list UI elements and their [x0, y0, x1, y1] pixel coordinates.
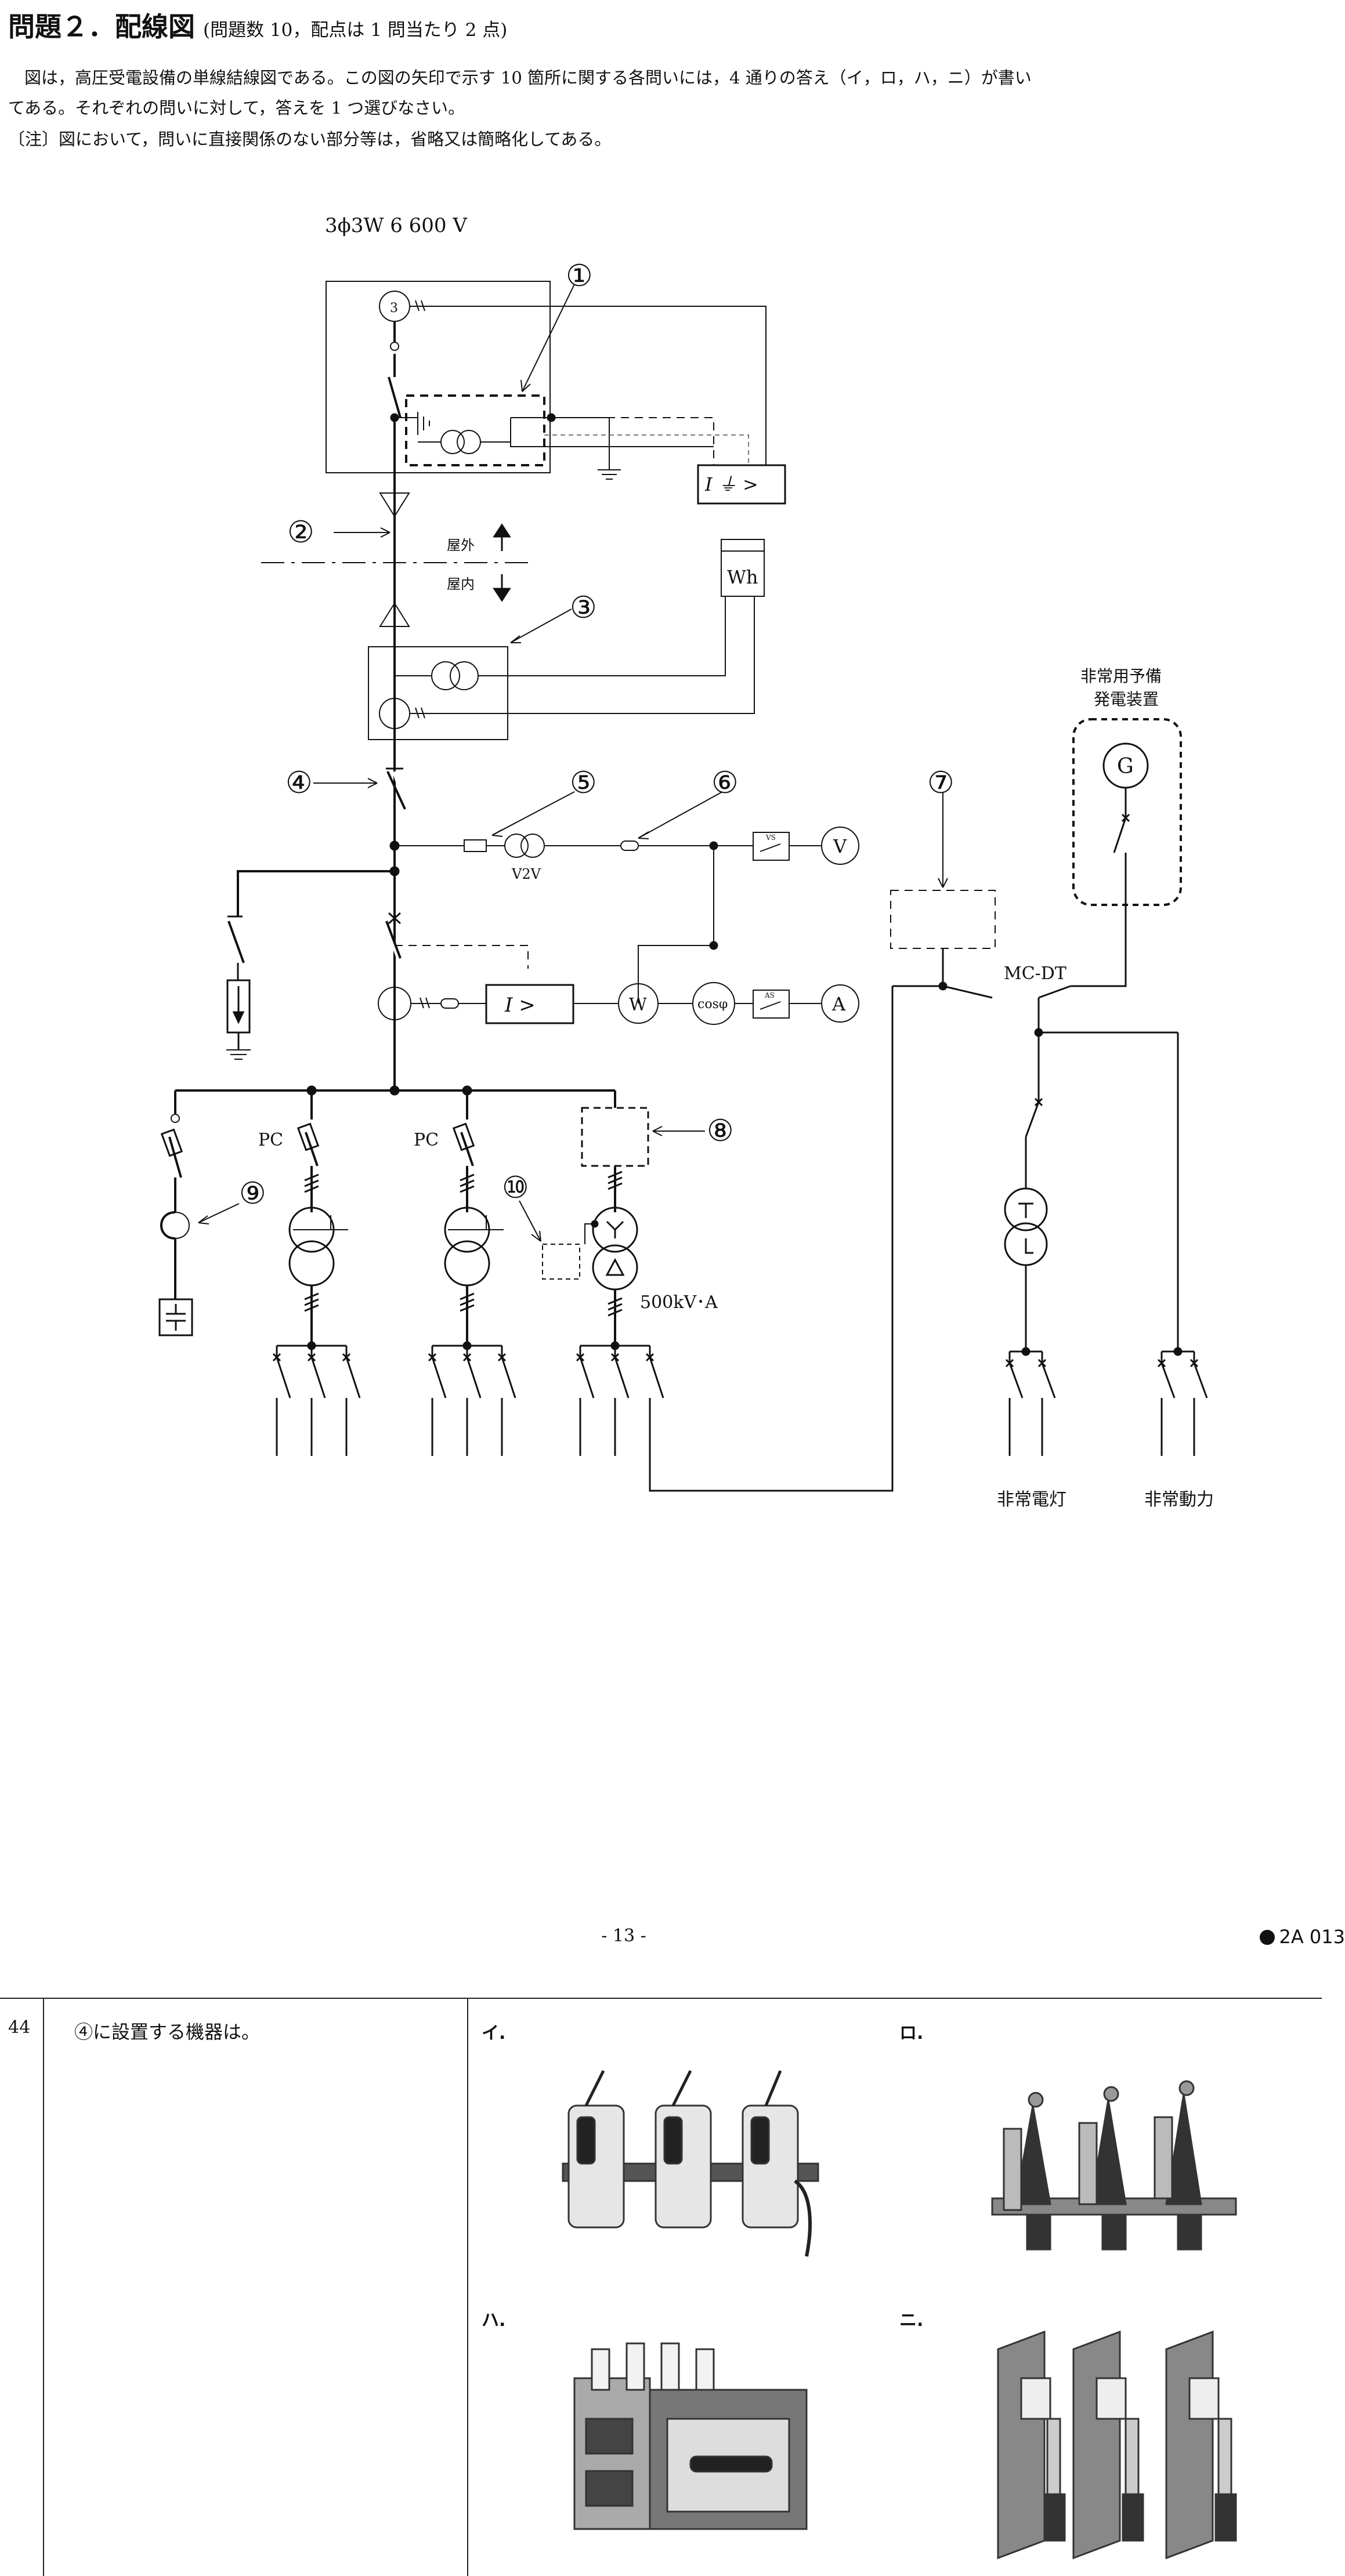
vct-box	[368, 646, 508, 740]
svg-text:屋外: 屋外	[447, 537, 475, 553]
svg-text:PC: PC	[414, 1130, 439, 1150]
option-ro-image[interactable]	[981, 2065, 1248, 2262]
svg-text:I >: I >	[504, 994, 536, 1017]
marker-10-dashed-box	[542, 1244, 580, 1280]
exam-code: 2A 013	[1259, 1926, 1345, 1948]
svg-text:屋内: 屋内	[447, 576, 475, 592]
option-i-image[interactable]	[551, 2065, 830, 2262]
page-number: - 13 -	[601, 1926, 646, 1946]
wiring-diagram: 3ϕ3W 6 600 V 3 I ⏚ >	[158, 214, 1214, 1510]
svg-text:I ⏚ >: I ⏚ >	[704, 473, 758, 495]
marker-6: ⑥	[711, 766, 739, 800]
svg-text:MC-DT: MC-DT	[1004, 963, 1066, 984]
marker-8: ⑧	[707, 1114, 734, 1148]
svg-text:V2V: V2V	[511, 866, 541, 882]
ground-relay-box	[697, 464, 786, 505]
marker-2: ②	[287, 515, 314, 550]
svg-text:Wh: Wh	[727, 566, 758, 588]
page-title: 問題２．配線図 (問題数 10，配点は 1 問当たり 2 点)	[8, 10, 507, 46]
marker-7-dashed-box	[890, 890, 996, 949]
marker-7: ⑦	[927, 766, 954, 800]
svg-text:V: V	[833, 835, 847, 857]
option-i[interactable]: イ.	[482, 2023, 506, 2044]
title-text: 問題２．配線図	[8, 11, 195, 42]
marker-1-dashed-box	[405, 394, 545, 466]
svg-text:G: G	[1117, 755, 1134, 778]
marker-9: ⑨	[239, 1176, 266, 1211]
svg-text:cosφ: cosφ	[697, 997, 728, 1012]
svg-text:AS: AS	[764, 991, 775, 999]
marker-4: ④	[285, 766, 313, 800]
instruction-line-2: てある。それぞれの問いに対して，答えを 1 つ選びなさい。	[8, 98, 465, 118]
capacitor	[158, 1298, 193, 1336]
table-top-rule	[0, 1998, 1322, 1999]
wh-meter	[721, 539, 765, 597]
generator-dashed-box	[1072, 718, 1182, 906]
svg-text:非常動力: 非常動力	[1144, 1490, 1214, 1510]
option-ha-image[interactable]	[551, 2338, 824, 2546]
svg-text:3: 3	[390, 301, 398, 316]
svg-text:PC: PC	[258, 1130, 283, 1150]
question-number: 44	[8, 2017, 31, 2038]
meter-v	[821, 827, 859, 865]
option-ni[interactable]: ニ.	[899, 2310, 924, 2331]
table-divider-2	[467, 1998, 468, 2576]
svg-text:非常用予備: 非常用予備	[1080, 666, 1162, 686]
svg-text:500kV･A: 500kV･A	[640, 1292, 718, 1313]
bullet-icon	[1259, 1930, 1275, 1945]
marker-1: ①	[566, 259, 593, 294]
marker-8-dashed-box	[581, 1107, 649, 1167]
svg-text:発電装置: 発電装置	[1094, 690, 1159, 709]
marker-5: ⑤	[570, 766, 597, 800]
svg-text:A: A	[831, 993, 846, 1015]
supply-label: 3ϕ3W 6 600 V	[325, 214, 468, 237]
marker-3: ③	[570, 590, 597, 625]
svg-text:VS: VS	[765, 834, 776, 842]
instruction-line-1: 図は，高圧受電設備の単線結線図である。この図の矢印で示す 10 箇所に関する各問…	[24, 68, 1032, 88]
instruction-note: 〔注〕図において，問いに直接関係のない部分等は，省略又は簡略化してある。	[8, 129, 612, 149]
svg-text:W: W	[629, 995, 647, 1015]
option-ni-image[interactable]	[986, 2326, 1253, 2570]
marker-10: ⑩	[502, 1171, 529, 1205]
meter-a	[821, 984, 859, 1023]
table-divider-1	[43, 1998, 44, 2576]
option-ro[interactable]: ロ.	[899, 2023, 924, 2044]
ugs-box	[326, 281, 551, 473]
question-text: ④に設置する機器は。	[74, 2021, 261, 2043]
svg-text:非常電灯: 非常電灯	[997, 1490, 1066, 1510]
marker-9-reactor	[160, 1211, 176, 1240]
title-subtitle: (問題数 10，配点は 1 問当たり 2 点)	[203, 20, 508, 41]
option-ha[interactable]: ハ.	[482, 2310, 506, 2331]
